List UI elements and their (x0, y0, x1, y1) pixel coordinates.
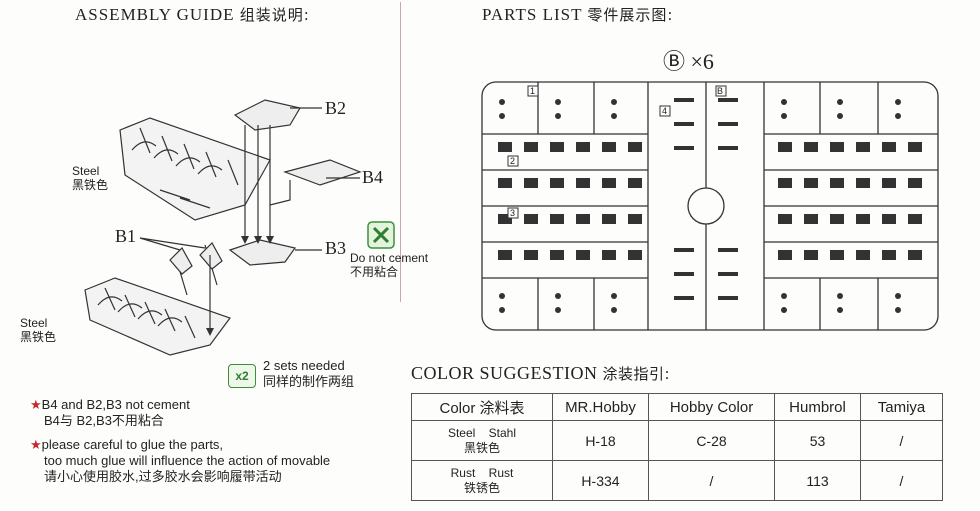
note-1: ★B4 and B2,B3 not cement B4与 B2,B3不用粘合 (30, 397, 190, 428)
no-glue-icon (367, 221, 395, 249)
hobby-color-cell: / (648, 460, 775, 501)
sprue-num-2: 2 (510, 156, 515, 166)
tamiya-cell: / (860, 460, 943, 501)
assembly-diagram (84, 99, 395, 356)
sprue-num-1: 1 (530, 86, 535, 96)
header-tamiya: Tamiya (860, 393, 943, 421)
label-b2: B2 (325, 98, 347, 118)
assembly-title-cn: 组装说明: (239, 6, 310, 24)
note-2: ★please careful to glue the parts, too m… (30, 437, 331, 484)
steel-label-upper: Steel 黑铁色 (72, 164, 109, 192)
hobby-color-cell: C-28 (648, 420, 775, 461)
label-b3: B3 (325, 238, 347, 258)
color-title: COLOR SUGGESTION 涂装指引: (411, 363, 671, 383)
star-icon: ★ (30, 397, 42, 412)
sprue-num-b: B (717, 86, 723, 96)
sprue-heading: Ⓑ ×6 (663, 49, 714, 74)
header-humbrol: Humbrol (774, 393, 861, 421)
column-divider (400, 2, 401, 302)
parts-list-title: PARTS LIST 零件展示图: (482, 5, 674, 24)
sprue-center-hole (687, 187, 725, 225)
tamiya-cell: / (860, 420, 943, 461)
label-b4: B4 (362, 167, 384, 187)
b4-part (283, 159, 362, 186)
header-hobby-color: Hobby Color (648, 393, 775, 421)
sprue-drawing: 1 B 2 3 4 (481, 81, 939, 331)
sprue-num-4: 4 (662, 106, 667, 116)
track-links (498, 98, 922, 313)
header-color: Color 涂料表 (411, 393, 553, 421)
mrhobby-cell: H-18 (552, 420, 649, 461)
lower-track-drawing (84, 242, 231, 356)
parts-list-title-cn: 零件展示图: (587, 6, 674, 24)
b3-part (228, 239, 297, 266)
assembly-title: ASSEMBLY GUIDE 组装说明: (75, 5, 310, 24)
color-table: Color 涂料表 MR.Hobby Hobby Color Humbrol T… (411, 393, 943, 501)
sets-needed-text: 2 sets needed 同样的制作两组 (263, 358, 355, 389)
star-icon: ★ (30, 437, 42, 452)
sets-badge: x2 (228, 364, 256, 388)
do-not-cement-label: Do not cement 不用粘合 (350, 251, 429, 279)
humbrol-cell: 113 (774, 460, 861, 501)
color-title-cn: 涂装指引: (602, 365, 671, 383)
header-mrhobby: MR.Hobby (552, 393, 649, 421)
upper-track-drawing (119, 117, 271, 221)
label-b1: B1 (115, 226, 137, 246)
steel-label-lower: Steel 黑铁色 (20, 316, 57, 344)
mrhobby-cell: H-334 (552, 460, 649, 501)
b2-part (233, 99, 301, 131)
humbrol-cell: 53 (774, 420, 861, 461)
sprue-num-3: 3 (510, 208, 515, 218)
color-table-header: Color 涂料表 MR.Hobby Hobby Color Humbrol T… (411, 393, 943, 421)
